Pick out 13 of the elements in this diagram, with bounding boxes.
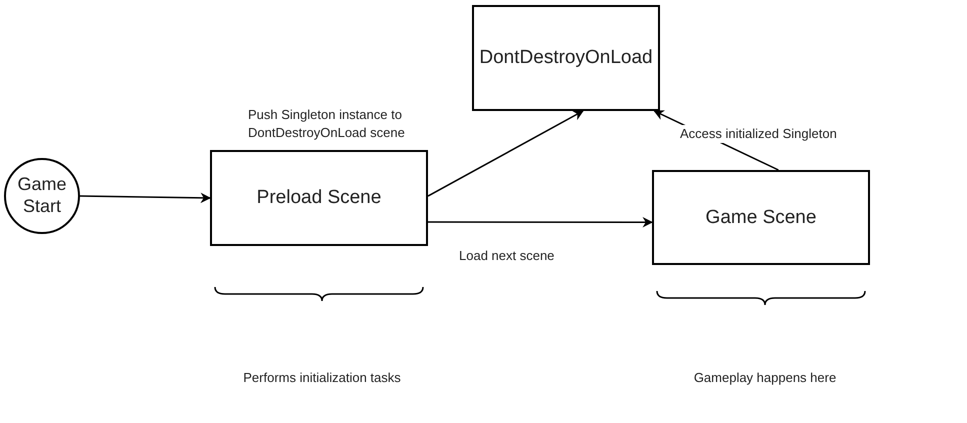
process-box — [652, 170, 870, 265]
node-label: Preload Scene — [256, 187, 382, 209]
arrow — [80, 192, 212, 204]
node-label: Game Start — [16, 174, 68, 218]
annotation: Performs initialization tasks — [242, 370, 402, 385]
edge-label: Access initialized Singleton — [680, 125, 837, 143]
annotation: Gameplay happens here — [692, 370, 838, 385]
arrow — [428, 110, 584, 197]
node-label: DontDestroyOnLoad — [479, 47, 653, 69]
node-label: Game Scene — [706, 206, 816, 228]
arrow — [428, 217, 654, 228]
process-box — [472, 5, 660, 111]
process-box — [210, 150, 428, 246]
